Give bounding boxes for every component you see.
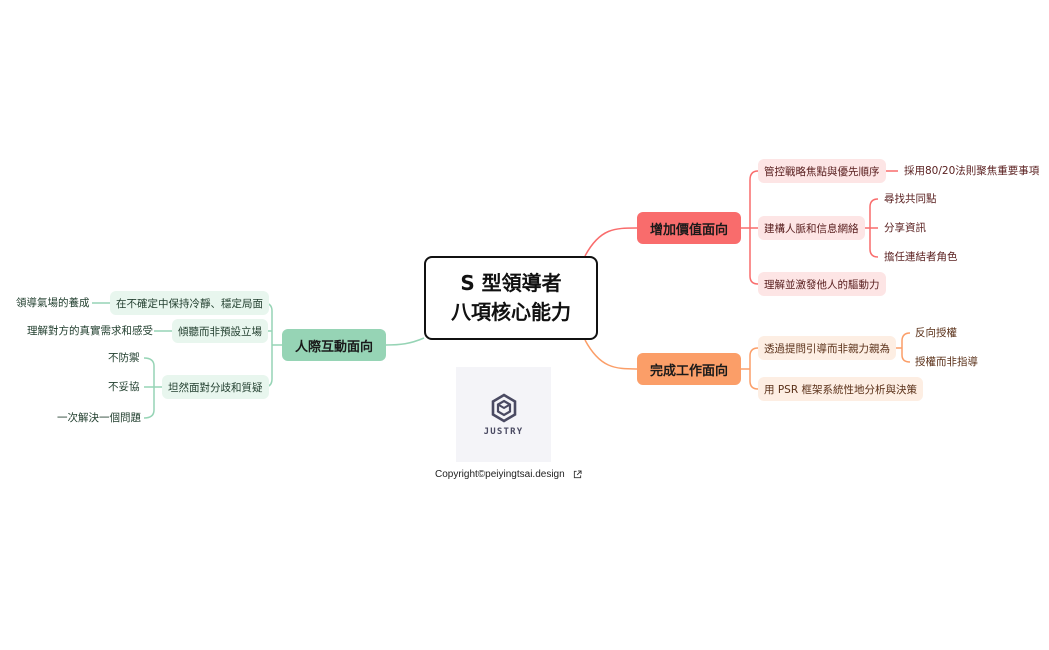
copyright-link[interactable]: Copyright©peiyingtsai.design [435,469,582,480]
external-link-icon [573,470,582,479]
subtopic-psr-framework[interactable]: 用 PSR 框架系統性地分析與決策 [758,377,923,401]
topic-value[interactable]: 增加價值面向 [637,212,741,244]
subtopic-questioning[interactable]: 透過提問引導而非親力親為 [758,336,896,360]
copyright-text: Copyright©peiyingtsai.design [435,469,565,480]
leaf-one-problem-at-a-time[interactable]: 一次解決一個問題 [57,412,141,424]
leaf-reverse-delegation[interactable]: 反向授權 [915,327,957,339]
hexagon-cube-icon [491,392,516,423]
root-title-line2: 八項核心能力 [451,300,571,324]
subtopic-motivation[interactable]: 理解並激發他人的驅動力 [758,272,886,296]
subtopic-strategic-focus[interactable]: 管控戰略焦點與優先順序 [758,159,886,183]
leaf-common-ground[interactable]: 尋找共同點 [884,193,937,205]
topic-work[interactable]: 完成工作面向 [637,353,741,385]
leaf-80-20-rule[interactable]: 採用80/20法則聚焦重要事項 [904,165,1040,177]
leaf-share-info[interactable]: 分享資訊 [884,222,926,234]
leaf-leadership-presence[interactable]: 領導氣場的養成 [16,297,90,309]
subtopic-face-disagreement[interactable]: 坦然面對分歧和質疑 [162,375,269,399]
logo-text: JUSTRY [483,426,524,437]
root-title-line1: S 型領導者 [460,271,562,295]
topic-people[interactable]: 人際互動面向 [282,329,386,361]
subtopic-network[interactable]: 建構人脈和信息網絡 [758,216,865,240]
leaf-not-compromise[interactable]: 不妥協 [108,381,140,393]
subtopic-listen[interactable]: 傾聽而非預設立場 [172,319,268,343]
subtopic-stay-calm[interactable]: 在不確定中保持冷靜、穩定局面 [110,291,269,315]
justry-logo: JUSTRY [456,367,551,462]
leaf-delegate-not-direct[interactable]: 授權而非指導 [915,356,978,368]
leaf-connector-role[interactable]: 擔任連結者角色 [884,251,958,263]
leaf-understand-needs[interactable]: 理解對方的真實需求和感受 [27,325,153,337]
leaf-not-defensive[interactable]: 不防禦 [108,352,140,364]
root-topic[interactable]: S 型領導者 八項核心能力 [424,256,598,340]
